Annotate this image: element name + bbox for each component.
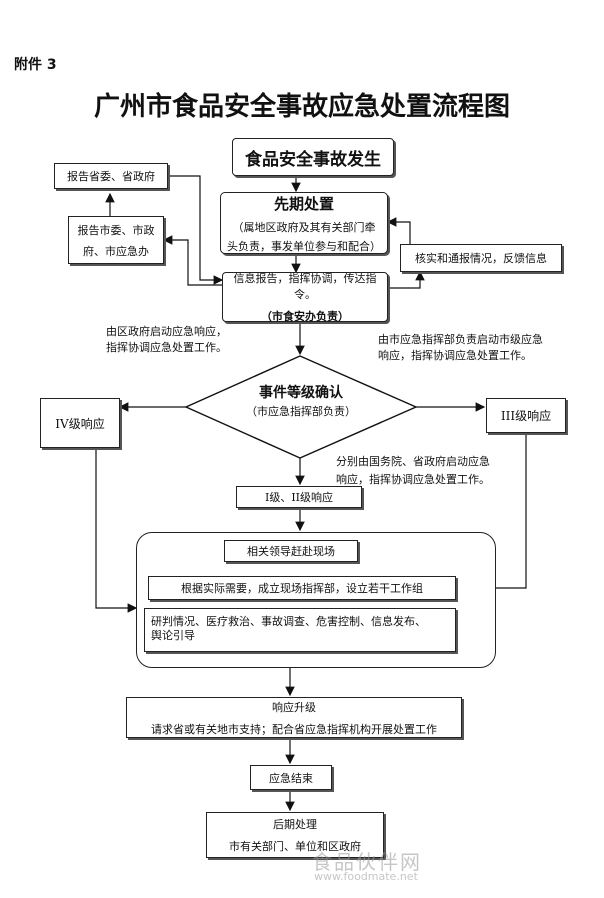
node-tasks-line-1: 研判情况、医疗救治、事故调查、危害控制、信息发布、 <box>151 615 426 628</box>
confirm-title: 事件等级确认 <box>259 385 343 401</box>
node-report-province: 报告省委、省政府 <box>54 163 168 189</box>
arrow-info-verify <box>388 270 425 289</box>
node-response-upgrade-title: 响应升级 <box>272 700 316 714</box>
node-report-province-label: 报告省委、省政府 <box>67 170 155 183</box>
node-after-processing-title: 后期处理 <box>273 818 317 831</box>
arrow-info-reportcity <box>162 235 222 286</box>
node-after-processing: 后期处理 市有关部门、单位和区政府 <box>206 812 384 858</box>
node-info-report-line-1: 信息报告，指挥协调，传达指令。 <box>233 272 377 301</box>
page-title: 广州市食品安全事故应急处置流程图 <box>93 92 510 122</box>
node-early-handling: 先期处置 （属地区政府及其有关部门牵 头负责，事发单位参与和配合） <box>220 192 388 254</box>
node-field-command-label: 根据实际需要，成立现场指挥部，设立若干工作组 <box>181 582 423 595</box>
node-field-command: 根据实际需要，成立现场指挥部，设立若干工作组 <box>148 576 456 600</box>
node-tasks: 研判情况、医疗救治、事故调查、危害控制、信息发布、 舆论引导 <box>144 608 456 652</box>
node-info-report-line-2: （市食安办负责） <box>261 310 349 323</box>
note-left-line-1: 由区政府启动应急响应， <box>106 325 227 338</box>
node-tasks-line-2: 舆论引导 <box>151 629 195 643</box>
node-early-desc-2: 头负责，事发单位参与和配合） <box>227 239 381 253</box>
attachment-label: 附件 3 <box>14 57 57 73</box>
node-report-city-line-2: 府、市应急办 <box>83 244 149 258</box>
node-leaders-on-site: 相关领导赶赴现场 <box>224 540 358 562</box>
node-level-4: IV级响应 <box>40 398 120 448</box>
node-incident-occurred-label: 食品安全事故发生 <box>245 149 381 170</box>
node-report-city-line-1: 报告市委、市政 <box>77 223 155 237</box>
node-level-1-2-label: I级、II级响应 <box>264 491 334 504</box>
confirm-subtitle: （市应急指挥部负责） <box>246 405 356 418</box>
arrow-reportprov-info <box>168 175 224 285</box>
node-incident-occurred: 食品安全事故发生 <box>232 138 394 176</box>
arrow-verify-early <box>386 217 411 254</box>
node-after-processing-desc: 市有关部门、单位和区政府 <box>229 840 361 853</box>
node-report-city: 报告市委、市政 府、市应急办 <box>68 216 164 264</box>
watermark-brand: 食品伙伴网 <box>312 850 422 874</box>
node-verify-feedback-label: 核实和通报情况，反馈信息 <box>415 252 547 265</box>
node-verify-feedback: 核实和通报情况，反馈信息 <box>400 244 562 272</box>
node-emergency-end: 应急结束 <box>250 765 332 790</box>
note-mid-line-2: 响应，指挥协调应急处置工作。 <box>336 473 490 486</box>
note-right-line-2: 响应，指挥协调应急处置工作。 <box>378 349 532 362</box>
node-early-desc-1: （属地区政府及其有关部门牵 <box>232 220 376 234</box>
node-info-report: 信息报告，指挥协调，传达指令。 （市食安办负责） <box>222 272 388 323</box>
node-response-upgrade-desc: 请求省或有关地市支持；配合省应急指挥机构开展处置工作 <box>151 722 437 736</box>
arrow-level4-tasks <box>95 448 138 613</box>
confirm-diamond <box>184 355 418 459</box>
note-mid-line-1: 分别由国务院、省政府启动应急 <box>336 455 490 468</box>
node-level-4-label: IV级响应 <box>55 416 105 431</box>
node-early-title: 先期处置 <box>273 194 334 213</box>
note-left-line-2: 指挥协调应急处置工作。 <box>106 341 227 354</box>
node-leaders-on-site-label: 相关领导赶赴现场 <box>247 545 335 558</box>
watermark-url: www.foodmate.net <box>314 870 418 883</box>
note-right-line-1: 由市应急指挥部负责启动市级应急 <box>378 333 543 346</box>
node-emergency-end-label: 应急结束 <box>269 771 313 785</box>
node-response-upgrade: 响应升级 请求省或有关地市支持；配合省应急指挥机构开展处置工作 <box>126 697 462 738</box>
node-level-3: III级响应 <box>486 398 566 433</box>
node-level-1-2: I级、II级响应 <box>236 486 362 508</box>
node-level-3-label: III级响应 <box>500 409 552 423</box>
